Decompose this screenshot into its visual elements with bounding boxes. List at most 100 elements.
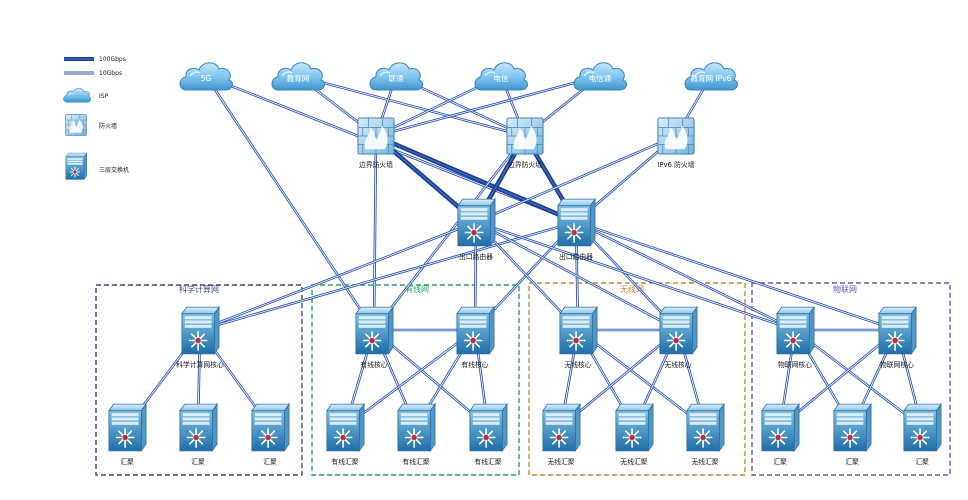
link-rt-1-to-core-sci — [199, 220, 477, 332]
legend-label-10g: 10Gbps — [99, 70, 122, 77]
node-label: 汇聚 — [263, 458, 277, 466]
node-label: 有线汇聚 — [402, 457, 429, 466]
node-label: 无线汇聚 — [547, 457, 574, 466]
node-isp-edu-ipv6[interactable]: 教育网 IPv6 — [684, 62, 739, 91]
node-label: 无线汇聚 — [620, 457, 647, 466]
link-fw-v6-to-rt-1 — [475, 134, 677, 224]
link-10g-inner — [475, 221, 679, 331]
zone-label-wireless: 无线网 — [620, 284, 644, 294]
switch-icon — [776, 306, 815, 355]
node-core-sci[interactable]: 科学计算网核心 — [176, 306, 224, 369]
node-label: 无线核心 — [664, 360, 691, 369]
node-agg-s2[interactable]: 汇聚 — [179, 403, 218, 466]
zone-label-iot: 物联网 — [833, 284, 857, 294]
switch-icon — [65, 152, 88, 180]
node-isp-telecom[interactable]: 电信 — [474, 62, 529, 91]
node-label: 无线核心 — [564, 360, 591, 369]
legend-item-100g: 100Gbps — [64, 56, 126, 63]
switch-icon — [615, 403, 654, 452]
link-rt-1-to-core-l2 — [475, 220, 679, 332]
node-agg-l1[interactable]: 无线汇聚 — [542, 403, 581, 466]
node-core-i2[interactable]: 物联网核心 — [878, 306, 917, 369]
node-fw-2[interactable]: 边界防火墙 — [506, 117, 544, 169]
node-core-w1[interactable]: 有线核心 — [355, 306, 394, 369]
link-10g-inner — [794, 329, 923, 428]
link-10g-inner — [577, 329, 706, 428]
switch-icon — [542, 403, 581, 452]
switch-icon — [181, 306, 220, 355]
node-label: 有线核心 — [360, 360, 387, 369]
legend-label-100g: 100Gbps — [99, 56, 126, 63]
legend-item-10g: 10Gbps — [64, 70, 122, 77]
node-fw-v6[interactable]: IPv6 防火墙 — [657, 117, 695, 169]
switch-icon — [179, 403, 218, 452]
node-isp-edu[interactable]: 教育网 — [271, 62, 326, 91]
node-agg-l3[interactable]: 无线汇聚 — [686, 403, 725, 466]
link-core-l2-to-agg-l1 — [560, 328, 679, 429]
link-core-l1-to-agg-l3 — [577, 328, 706, 429]
node-core-l2[interactable]: 无线核心 — [659, 306, 698, 369]
node-label: 汇聚 — [191, 458, 205, 466]
node-label: 汇聚 — [120, 458, 134, 466]
zone-box-iot — [751, 282, 951, 476]
node-isp-5g[interactable]: 5G — [179, 62, 234, 91]
node-core-i1[interactable]: 物联网核心 — [776, 306, 815, 369]
legend-label-switch: 三层交换机 — [99, 166, 129, 174]
link-10g-inner — [375, 75, 601, 137]
switch-icon — [108, 403, 147, 452]
node-agg-s3[interactable]: 汇聚 — [251, 403, 290, 466]
node-core-l1[interactable]: 无线核心 — [559, 306, 598, 369]
node-label: 出口路由器 — [459, 252, 493, 261]
legend-label-firewall: 防火墙 — [99, 122, 117, 130]
switch-icon — [251, 403, 290, 452]
switch-icon — [686, 403, 725, 452]
node-rt-1[interactable]: 出口路由器 — [457, 198, 496, 261]
switch-icon — [355, 306, 394, 355]
node-agg-l2[interactable]: 无线汇聚 — [615, 403, 654, 466]
link-10g-inner — [199, 221, 477, 331]
switch-icon — [833, 403, 872, 452]
node-agg-i2[interactable]: 汇聚 — [833, 403, 872, 466]
link-core-w2-to-agg-w1 — [344, 328, 476, 429]
node-label: 汇聚 — [845, 458, 859, 466]
node-isp-telecom-2[interactable]: 电信通 — [573, 62, 628, 91]
node-agg-i3[interactable]: 汇聚 — [903, 403, 942, 466]
node-core-w2[interactable]: 有线核心 — [456, 306, 495, 369]
node-agg-i1[interactable]: 汇聚 — [761, 403, 800, 466]
switch-icon — [761, 403, 800, 452]
firewall-icon — [65, 114, 87, 136]
link-10g-inner — [199, 221, 577, 331]
node-label: 科学计算网核心 — [176, 360, 224, 369]
zone-box-science — [95, 284, 303, 476]
link-10g-inner — [344, 329, 476, 428]
node-agg-s1[interactable]: 汇聚 — [108, 403, 147, 466]
link-rt-1-to-core-i1 — [475, 220, 796, 332]
node-agg-w2[interactable]: 有线汇聚 — [397, 403, 436, 466]
link-10g-inner — [779, 329, 898, 428]
node-label: 有线汇聚 — [474, 457, 501, 466]
link-fw-1-to-rt-2 — [375, 133, 577, 225]
node-agg-w3[interactable]: 有线汇聚 — [469, 403, 508, 466]
node-label: 边界防火墙 — [508, 160, 542, 169]
node-label: 汇聚 — [915, 458, 929, 466]
node-label: IPv6 防火墙 — [657, 160, 694, 169]
link-10g-inner — [575, 221, 796, 331]
link-isp-edu-to-fw-2 — [297, 74, 526, 138]
node-isp-unicom[interactable]: 联通 — [369, 62, 424, 91]
link-rt-2-to-core-sci — [199, 220, 577, 332]
node-label: 物联网核心 — [778, 360, 812, 369]
switch-icon — [456, 306, 495, 355]
link-isp-telecom-2-to-fw-1 — [375, 74, 601, 138]
node-fw-1[interactable]: 边界防火墙 — [357, 117, 395, 169]
switch-icon — [397, 403, 436, 452]
cloud-icon — [63, 87, 92, 103]
node-agg-w1[interactable]: 有线汇聚 — [326, 403, 365, 466]
link-10g-inner — [475, 135, 677, 223]
zone-label-science: 科学计算网 — [179, 284, 219, 294]
node-label: 无线汇聚 — [691, 457, 718, 466]
legend-label-isp: ISP — [99, 93, 109, 100]
link-core-i1-to-agg-i3 — [794, 328, 923, 429]
node-rt-2[interactable]: 出口路由器 — [557, 198, 596, 261]
link-10g-inner — [297, 75, 526, 137]
